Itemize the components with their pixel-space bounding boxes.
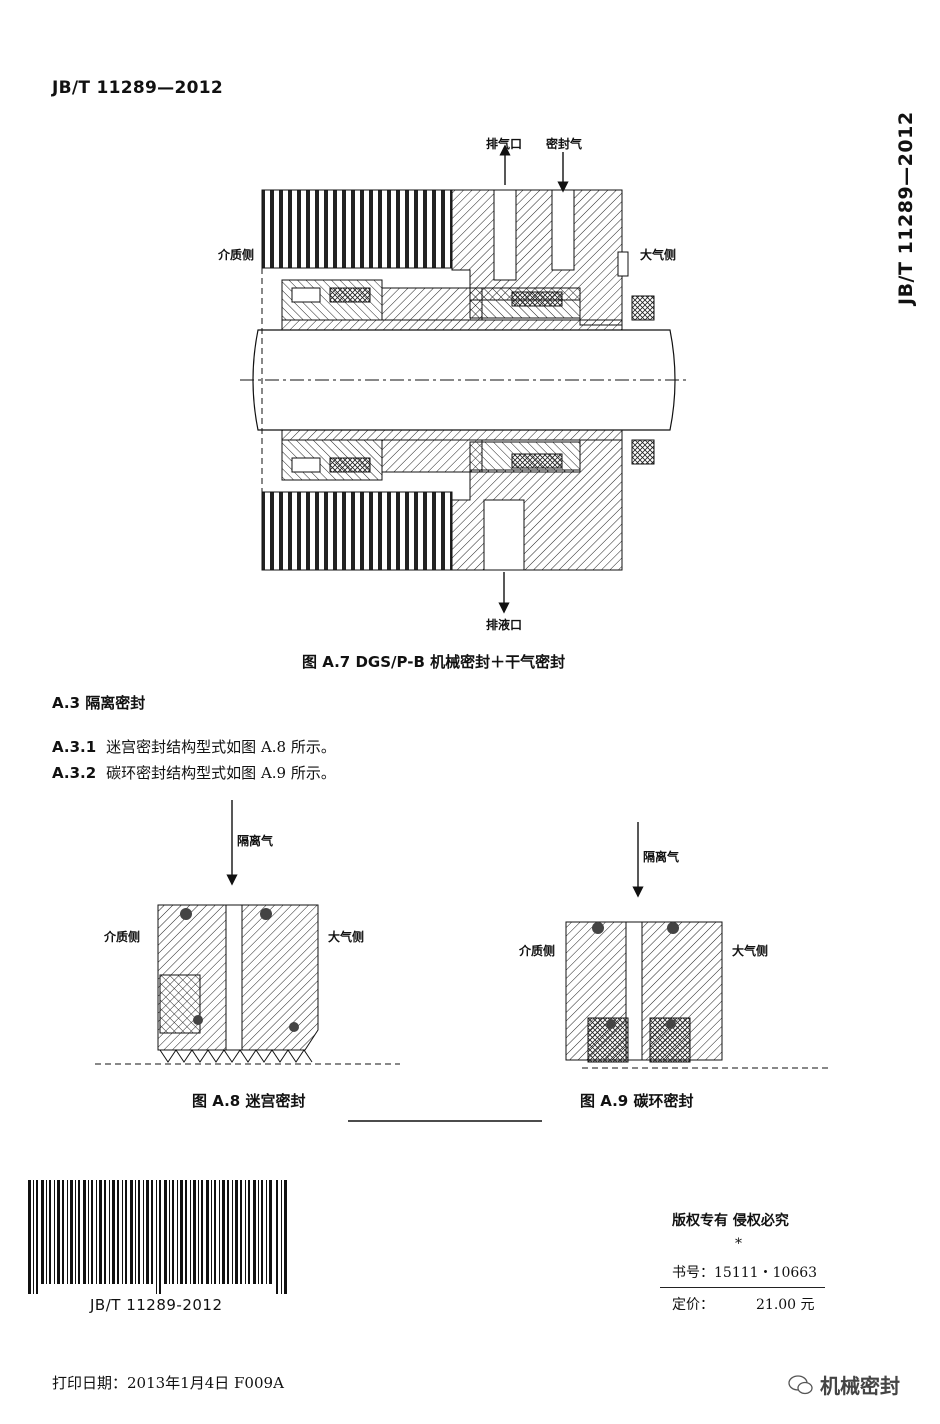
label-a9-atmos-side: 大气侧 [732,944,769,958]
label-drain: 排液口 [486,618,523,632]
caption-fig-a7: 图 A.7 DGS/P-B 机械密封＋干气密封 [302,653,566,671]
section-item-2: A.3.2 碳环密封结构型式如图 A.9 所示。 [52,762,336,783]
copyright-star: * [735,1236,742,1252]
print-date: 打印日期：2013年1月4日 F009A [52,1374,284,1392]
section-item-1-num: A.3.1 [52,738,97,756]
price-label: 定价： [672,1297,714,1313]
divider [660,1287,825,1288]
figure-a8-drawing [95,800,830,1122]
barcode [28,1180,287,1294]
label-a8-isolation-gas: 隔离气 [237,834,274,848]
label-medium-side: 介质侧 [218,248,255,262]
figure-a7-drawing [240,144,690,614]
label-atmos-side: 大气侧 [640,248,677,262]
watermark: 机械密封 [788,1370,900,1399]
label-a8-medium-side: 介质侧 [104,930,141,944]
label-a8-atmos-side: 大气侧 [328,930,365,944]
label-seal-gas: 密封气 [546,137,583,151]
caption-fig-a9: 图 A.9 碳环密封 [580,1092,694,1110]
section-item-1-text: 迷宫密封结构型式如图 A.8 所示。 [106,738,336,756]
section-item-2-num: A.3.2 [52,764,97,782]
caption-fig-a8: 图 A.8 迷宫密封 [192,1092,306,1110]
label-a9-isolation-gas: 隔离气 [643,850,680,864]
price-value: 21.00 元 [756,1297,815,1313]
watermark-text: 机械密封 [820,1374,900,1398]
section-heading: A.3 隔离密封 [52,694,146,712]
label-exhaust: 排气口 [486,137,523,151]
standard-number: JB/T 11289—2012 [52,78,223,98]
section-item-2-text: 碳环密封结构型式如图 A.9 所示。 [106,764,336,782]
copyright-text: 版权专有 侵权必究 [672,1213,789,1229]
chat-bubble-icon [788,1374,813,1394]
section-item-1: A.3.1 迷宫密封结构型式如图 A.8 所示。 [52,736,336,757]
book-number: 书号：15111・10663 [672,1265,818,1281]
barcode-text: JB/T 11289-2012 [90,1296,223,1314]
label-a9-medium-side: 介质侧 [519,944,556,958]
